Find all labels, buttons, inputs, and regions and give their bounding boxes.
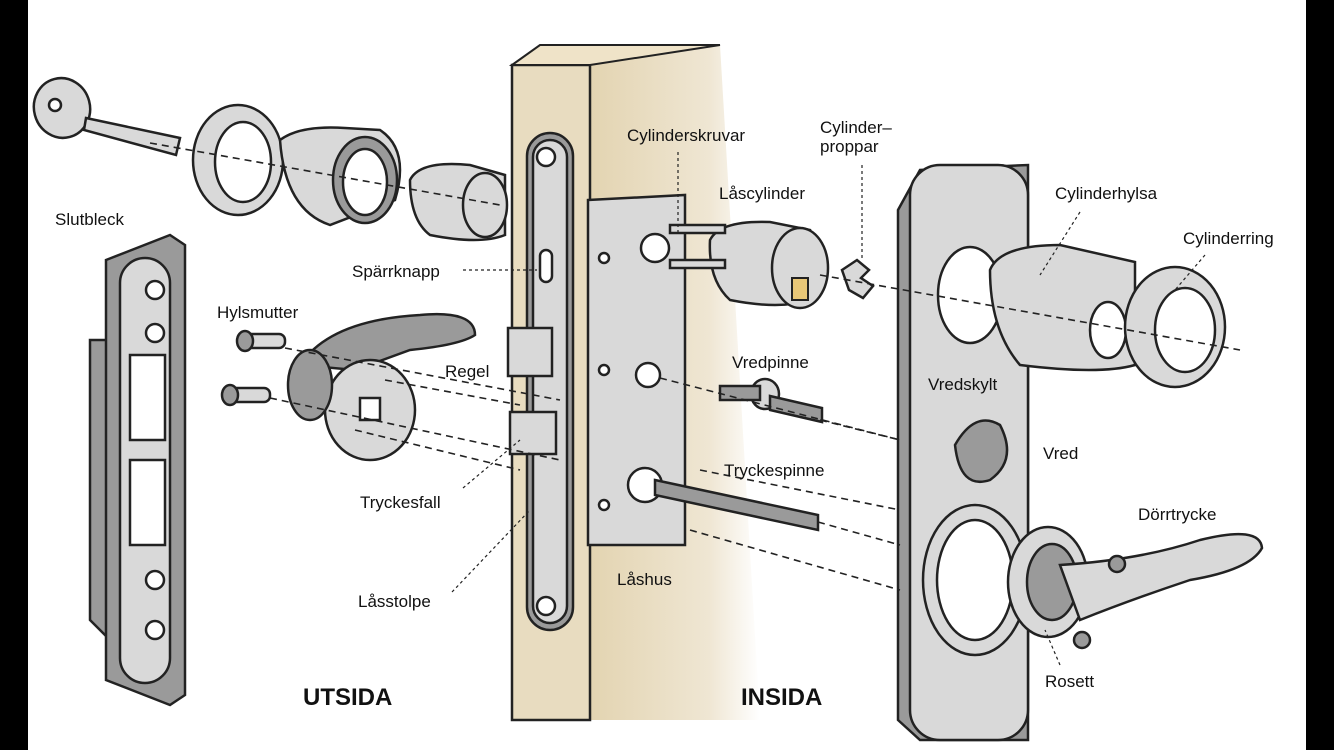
cylinderproppar-part bbox=[840, 258, 875, 300]
assembly-lines bbox=[149, 142, 1241, 591]
leader-lines bbox=[451, 152, 1206, 666]
labels: Slutbleck Hylsmutter Regel Tryckesfall L… bbox=[55, 118, 1274, 711]
lascylinder-part bbox=[668, 220, 875, 310]
label-tryckesfall: Tryckesfall bbox=[360, 493, 441, 512]
label-vredpinne: Vredpinne bbox=[732, 353, 809, 372]
label-lasstolpe: Låsstolpe bbox=[358, 592, 431, 611]
label-lascylinder: Låscylinder bbox=[719, 184, 805, 203]
lashus-part bbox=[586, 193, 687, 547]
lock-exploded-view: Slutbleck Hylsmutter Regel Tryckesfall L… bbox=[32, 44, 1274, 742]
label-lashus: Låshus bbox=[617, 570, 672, 589]
label-rosett: Rosett bbox=[1045, 672, 1094, 691]
vred-part bbox=[953, 419, 1009, 483]
outer-cylinder-parts bbox=[191, 103, 509, 242]
label-cylinderhylsa: Cylinderhylsa bbox=[1055, 184, 1158, 203]
label-vred: Vred bbox=[1043, 444, 1078, 463]
label-utsida: UTSIDA bbox=[303, 684, 392, 711]
tryckesfall-part bbox=[508, 410, 558, 456]
cylinderhylsa-part bbox=[988, 243, 1227, 389]
label-cylinderskruvar: Cylinderskruvar bbox=[627, 126, 745, 145]
label-tryckespinne: Tryckespinne bbox=[724, 461, 824, 480]
label-sparrknapp: Spärrknapp bbox=[352, 262, 440, 281]
vredskylt-part bbox=[896, 163, 1030, 742]
regel-part bbox=[506, 326, 554, 378]
hylsmutter-parts bbox=[220, 329, 287, 407]
label-hylsmutter: Hylsmutter bbox=[217, 303, 299, 322]
label-cylinderring: Cylinderring bbox=[1183, 229, 1274, 248]
outer-handle-part bbox=[286, 313, 477, 462]
dorrtrycke-part bbox=[1006, 525, 1264, 650]
label-slutbleck: Slutbleck bbox=[55, 210, 124, 229]
tryckespinne-part bbox=[653, 478, 820, 532]
slutbleck-part bbox=[88, 233, 187, 707]
label-regel: Regel bbox=[445, 362, 489, 381]
label-cylinderproppar-1: Cylinder– bbox=[820, 118, 892, 137]
label-cylinderproppar-2: proppar bbox=[820, 137, 879, 156]
key-part bbox=[32, 76, 182, 157]
label-vredskylt: Vredskylt bbox=[928, 375, 998, 394]
lasstolpe-part bbox=[525, 131, 575, 632]
label-dorrtrycke: Dörrtrycke bbox=[1138, 505, 1216, 524]
label-insida: INSIDA bbox=[741, 684, 822, 711]
lock-diagram: Slutbleck Hylsmutter Regel Tryckesfall L… bbox=[28, 0, 1306, 750]
